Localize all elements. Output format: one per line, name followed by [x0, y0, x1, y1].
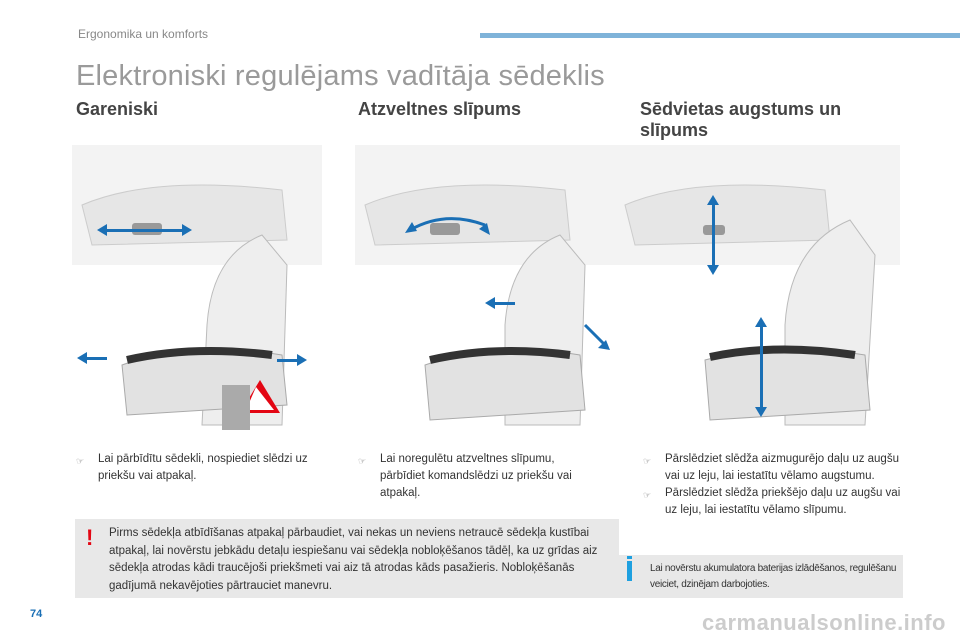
watermark: carmanualsonline.info — [702, 610, 946, 635]
seat-illustration-longitudinal — [72, 145, 322, 430]
bullet-text: Lai pārbīdītu sēdekli, nospiediet slēdzi… — [98, 453, 308, 482]
pointing-hand-icon: ☞ — [76, 456, 85, 466]
info-text: Lai novērstu akumulatora baterijas izlād… — [650, 563, 897, 590]
pointing-hand-icon: ☞ — [643, 456, 652, 466]
info-icon — [627, 556, 632, 581]
seat-illustration-height-tilt — [615, 145, 900, 426]
page-number: 74 — [30, 608, 43, 620]
warning-box: ! Pirms sēdekļa atbīdīšanas atpakaļ pārb… — [75, 519, 619, 598]
warning-text: Pirms sēdekļa atbīdīšanas atpakaļ pārbau… — [109, 527, 598, 592]
heading-gareniski: Gareniski — [76, 99, 159, 119]
pointing-hand-icon: ☞ — [358, 456, 367, 466]
header-accent-bar — [480, 33, 960, 38]
seat-illustration-backrest — [355, 145, 615, 426]
bullet-list-height-tilt: ☞ Pārslēdziet slēdža aizmugurējo daļu uz … — [643, 451, 913, 519]
heading-atzveltnes: Atzveltnes slīpums — [358, 99, 522, 119]
page-title: Elektroniski regulējams vadītāja sēdekli… — [76, 60, 605, 92]
bullet-list-backrest: ☞ Lai noregulētu atzveltnes slīpumu, pārb… — [358, 451, 598, 502]
info-box: Lai novērstu akumulatora baterijas izlād… — [618, 555, 903, 598]
bullet-text: Pārslēdziet slēdža priekšējo daļu uz aug… — [665, 487, 901, 516]
bullet-text: Pārslēdziet slēdža aizmugurējo daļu uz a… — [665, 453, 899, 482]
bullet-text: Lai noregulētu atzveltnes slīpumu, pārbī… — [380, 453, 572, 499]
pointing-hand-icon: ☞ — [643, 490, 652, 500]
heading-sedvietas: Sēdvietas augstums un slīpums — [640, 99, 842, 140]
section-header: Ergonomika un komforts — [78, 27, 209, 41]
bullet-list-longitudinal: ☞ Lai pārbīdītu sēdekli, nospiediet slēdz… — [76, 451, 326, 485]
exclamation-icon: ! — [86, 525, 94, 550]
